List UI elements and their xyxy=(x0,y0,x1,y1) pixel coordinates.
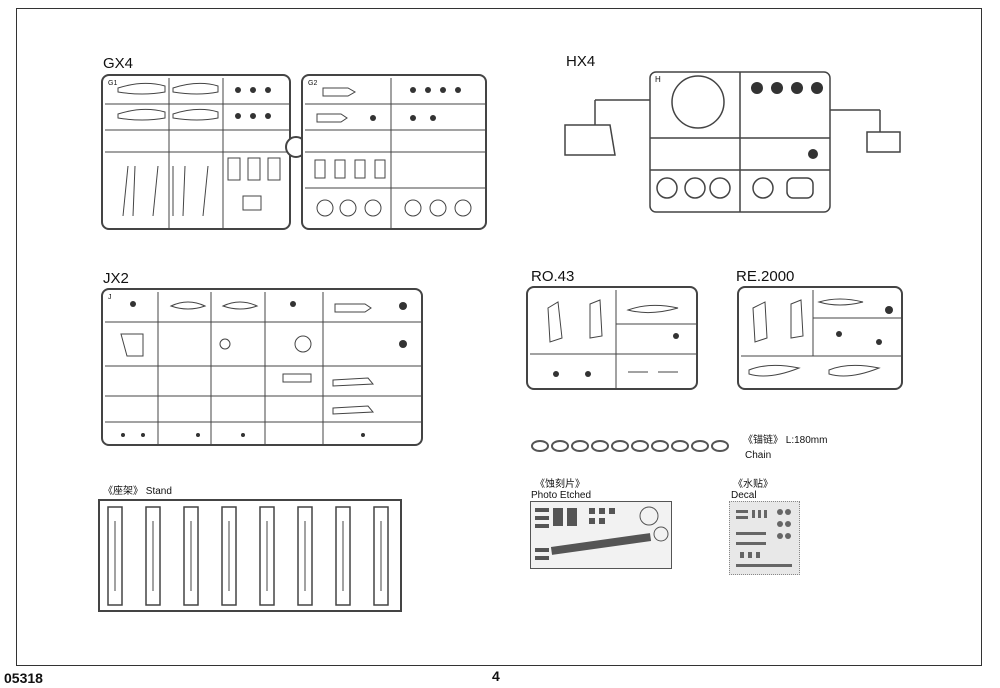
gx4-g1-tag: G1 xyxy=(108,80,118,87)
gx4-g2-tag: G2 xyxy=(308,80,318,87)
stand-parts xyxy=(107,506,389,606)
re2000-parts xyxy=(741,290,903,377)
chain-label-cn: 《锚链》 L:180mm xyxy=(743,435,828,446)
re2000-sprue xyxy=(737,286,903,390)
hx4-label: HX4 xyxy=(566,53,596,70)
stand-frame xyxy=(98,499,402,612)
photo-etched-parts xyxy=(535,506,669,560)
decal-label-cn: 《水贴》 xyxy=(733,479,773,490)
hx4-sprue: H xyxy=(564,71,901,213)
decal-parts xyxy=(736,509,792,567)
jx2-label: JX2 xyxy=(103,270,129,287)
decal-sheet xyxy=(729,501,800,575)
jx2-sprue: J xyxy=(101,288,423,446)
gx4-sprue-g2: G2 xyxy=(301,74,487,230)
gx4-sprue-g1: G1 xyxy=(101,74,291,230)
photo-etched-sheet xyxy=(530,501,672,569)
ro43-label: RO.43 xyxy=(531,268,575,285)
photo-etched-label-en: Photo Etched xyxy=(531,490,592,501)
chain-graphic xyxy=(531,440,729,452)
jx2-tag: J xyxy=(108,294,112,301)
decal-label-en: Decal xyxy=(731,490,757,501)
gx4-label: GX4 xyxy=(103,55,134,72)
hx4-tag: H xyxy=(655,75,661,84)
page-border xyxy=(16,8,982,666)
chain-label-en: Chain xyxy=(745,450,772,461)
product-code: 05318 xyxy=(4,670,43,686)
ro43-sprue xyxy=(526,286,698,390)
jx2-parts xyxy=(105,292,423,446)
gx4-g1-parts xyxy=(105,78,291,230)
page-number: 4 xyxy=(492,668,500,684)
stand-label: 《座架》 Stand xyxy=(103,486,172,497)
re2000-label: RE.2000 xyxy=(736,268,795,285)
gx4-g2-parts xyxy=(305,78,487,230)
ro43-parts xyxy=(530,290,698,390)
photo-etched-label-cn: 《蚀刻片》 xyxy=(535,479,585,490)
